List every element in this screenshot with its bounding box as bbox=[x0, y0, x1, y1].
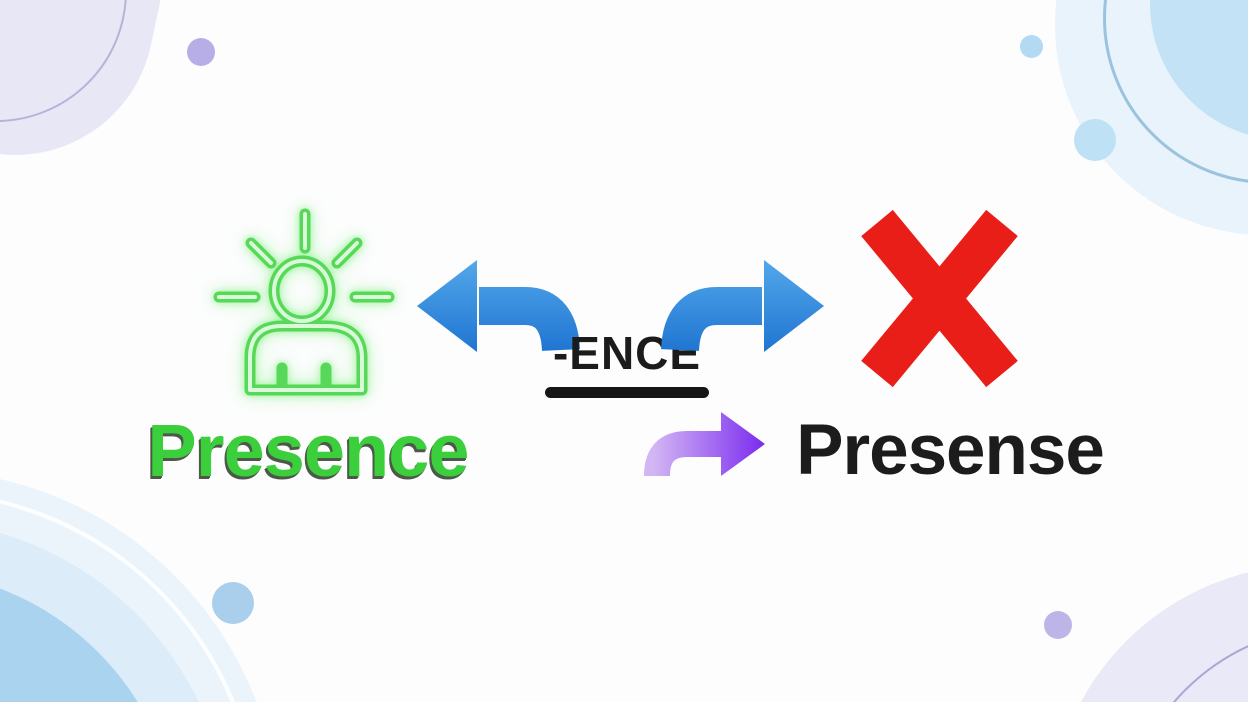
decor-blob-top-left bbox=[0, 0, 191, 181]
arrow-right-icon bbox=[661, 260, 824, 352]
arrow-left-icon bbox=[417, 260, 580, 352]
decor-dot-purple-bottom bbox=[1044, 611, 1072, 639]
decor-ring-bottom-left bbox=[0, 490, 260, 702]
decor-blob-bottom-left-mid bbox=[0, 520, 230, 702]
suffix-underline bbox=[545, 387, 709, 398]
decor-dot-blue-medium bbox=[1074, 119, 1116, 161]
decor-dot-blue-bottom bbox=[212, 582, 254, 624]
decor-blob-bottom-left-outer bbox=[0, 470, 280, 702]
decor-ring-top-left bbox=[0, 0, 127, 122]
decor-ring-bottom-right bbox=[1120, 625, 1248, 702]
glowing-person-icon bbox=[213, 208, 395, 396]
decor-dot-purple-top bbox=[187, 38, 215, 66]
decor-blob-bottom-left-inner bbox=[0, 570, 180, 702]
decor-blob-top-right bbox=[1055, 0, 1248, 235]
incorrect-word-label: Presense bbox=[796, 411, 1105, 490]
decor-blob-bottom-right bbox=[1050, 565, 1248, 702]
purple-arrow-icon bbox=[644, 412, 765, 477]
decor-blob-top-right-inner bbox=[1150, 0, 1248, 140]
correct-word-label: Presence bbox=[147, 409, 469, 492]
decor-ring-top-right bbox=[1103, 0, 1248, 184]
decor-dot-blue-small bbox=[1020, 35, 1043, 58]
red-x-icon bbox=[861, 209, 1018, 388]
